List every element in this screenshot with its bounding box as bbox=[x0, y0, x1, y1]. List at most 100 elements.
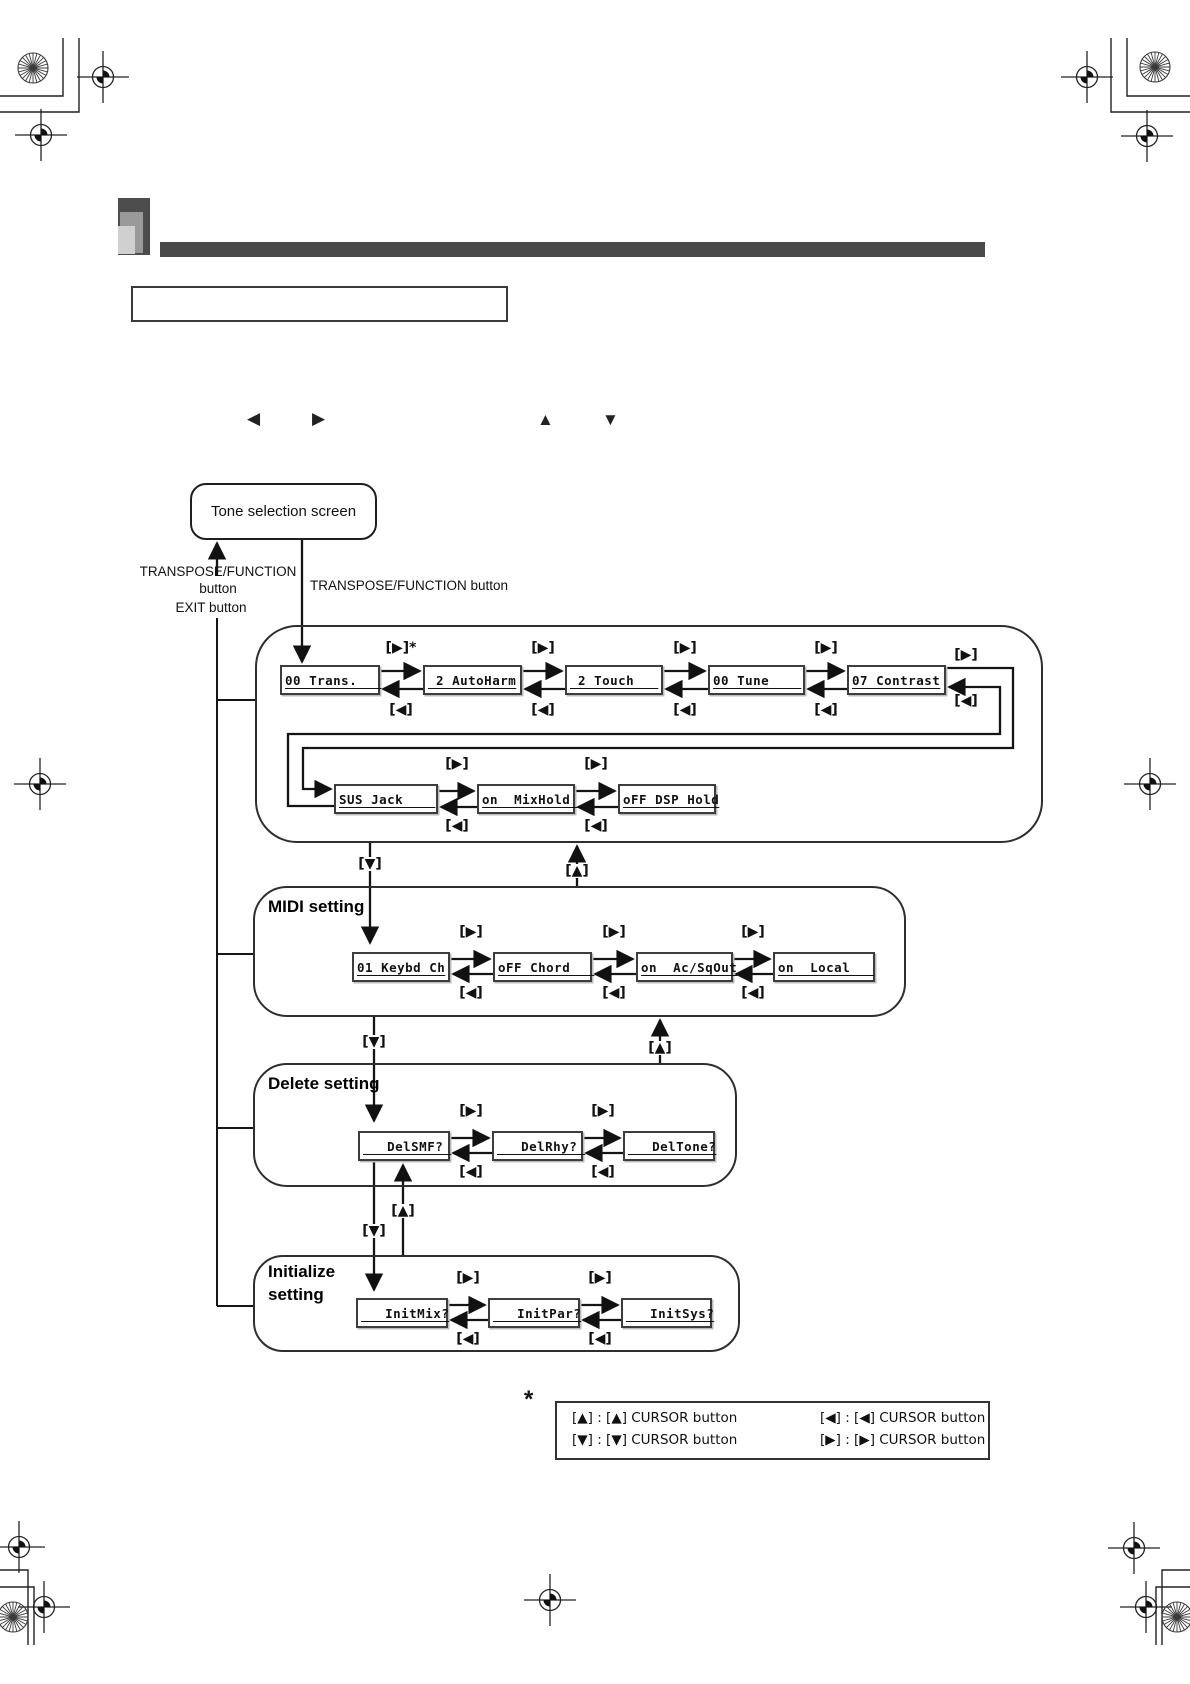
lcd-screen-del-smf: DelSMF? bbox=[358, 1131, 450, 1161]
cursor-up-label: [▲] bbox=[646, 1040, 674, 1056]
lcd-screen-local: on Local bbox=[773, 952, 875, 982]
lcd-text: 01 Keybd Ch bbox=[357, 959, 446, 975]
inline-right-arrow-glyph: ▶ bbox=[312, 409, 326, 428]
cursor-left-label: [◀] bbox=[602, 985, 626, 1001]
lcd-screen-keybd-ch: 01 Keybd Ch bbox=[352, 952, 450, 982]
legend-row-up: [▲] : [▲] CURSOR button bbox=[572, 1410, 738, 1426]
lcd-text: DelRhy? bbox=[497, 1138, 586, 1154]
lcd-screen-chord: oFF Chord bbox=[493, 952, 592, 982]
lcd-screen-ac-sqout: on Ac/SqOut bbox=[636, 952, 737, 982]
lcd-screen-sus-jack: SUS Jack bbox=[334, 784, 438, 814]
cursor-right-label: [▶] bbox=[459, 924, 483, 940]
exit-button-label: EXIT button bbox=[175, 600, 247, 615]
cursor-left-label: [◀] bbox=[954, 693, 978, 709]
lcd-screen-contrast: 07 Contrast bbox=[847, 665, 946, 695]
cursor-left-label: [◀] bbox=[445, 818, 469, 834]
cursor-left-label: [◀] bbox=[673, 702, 697, 718]
lcd-text: DelTone? bbox=[628, 1138, 717, 1154]
cursor-right-label: [▶] bbox=[445, 756, 469, 772]
transpose-function-button-label-line2: button bbox=[199, 581, 237, 596]
transpose-function-button-label-inline: TRANSPOSE/FUNCTION button bbox=[310, 578, 509, 593]
delete-setting-title: Delete setting bbox=[268, 1074, 380, 1093]
cursor-right-label: [▶] bbox=[459, 1103, 483, 1119]
cursor-right-label: [▶] bbox=[741, 924, 765, 940]
cursor-left-label: [◀] bbox=[456, 1331, 480, 1347]
cursor-up-label: [▲] bbox=[563, 863, 591, 879]
lcd-text: on MixHold bbox=[482, 791, 579, 807]
midi-setting-container bbox=[253, 886, 906, 1017]
cursor-right-label: [▶] bbox=[588, 1270, 612, 1286]
lcd-screen-init-par: InitPar? bbox=[488, 1298, 582, 1328]
cursor-down-label: [▼] bbox=[360, 1034, 388, 1050]
lcd-screen-tune: 00 Tune bbox=[708, 665, 805, 695]
cursor-down-label: [▼] bbox=[360, 1223, 388, 1239]
initialize-setting-title-line1: Initialize bbox=[268, 1262, 336, 1281]
midi-setting-title: MIDI setting bbox=[268, 897, 365, 916]
lcd-text: 2 Touch bbox=[570, 672, 659, 688]
function-setting-container bbox=[255, 625, 1043, 843]
inline-up-arrow-glyph: ▲ bbox=[537, 410, 554, 429]
lcd-screen-dsp-hold: oFF DSP Hold bbox=[618, 784, 720, 814]
lcd-text: 2 AutoHarm bbox=[428, 672, 517, 688]
lcd-text: SUS Jack bbox=[339, 791, 436, 807]
tone-selection-screen-label: Tone selection screen bbox=[210, 503, 357, 520]
cursor-left-label: [◀] bbox=[588, 1331, 612, 1347]
transpose-function-button-label-line1: TRANSPOSE/FUNCTION bbox=[139, 564, 297, 579]
legend-box bbox=[555, 1401, 990, 1460]
legend-row-right: [▶] : [▶] CURSOR button bbox=[820, 1432, 986, 1448]
cursor-right-label: [▶]* bbox=[385, 640, 417, 656]
cursor-left-label: [◀] bbox=[591, 1164, 615, 1180]
cursor-up-label: [▲] bbox=[389, 1203, 417, 1219]
legend-row-down: [▼] : [▼] CURSOR button bbox=[572, 1432, 738, 1448]
lcd-text: InitPar? bbox=[493, 1305, 582, 1321]
inline-down-arrow-glyph: ▼ bbox=[602, 410, 619, 429]
legend-row-left: [◀] : [◀] CURSOR button bbox=[820, 1410, 986, 1426]
cursor-right-label: [▶] bbox=[673, 640, 697, 656]
lcd-screen-touch: 2 Touch bbox=[565, 665, 663, 695]
cursor-right-label: [▶] bbox=[814, 640, 838, 656]
cursor-down-label: [▼] bbox=[356, 856, 384, 872]
registration-marks bbox=[0, 38, 1190, 1645]
cursor-right-label: [▶] bbox=[591, 1103, 615, 1119]
lcd-text: InitMix? bbox=[361, 1305, 450, 1321]
cursor-right-label: [▶] bbox=[602, 924, 626, 940]
lcd-screen-autoharm: 2 AutoHarm bbox=[423, 665, 522, 695]
cursor-left-label: [◀] bbox=[814, 702, 838, 718]
lcd-screen-transpose: 00 Trans. bbox=[280, 665, 380, 695]
lcd-screen-del-tone: DelTone? bbox=[623, 1131, 717, 1161]
lcd-screen-init-mix: InitMix? bbox=[356, 1298, 450, 1328]
exit-rail bbox=[216, 618, 255, 1307]
cursor-right-label: [▶] bbox=[531, 640, 555, 656]
lcd-text: 00 Tune bbox=[713, 672, 802, 688]
lcd-screen-del-rhy: DelRhy? bbox=[492, 1131, 583, 1161]
lcd-screen-mixhold: on MixHold bbox=[477, 784, 575, 814]
cursor-right-label: [▶] bbox=[584, 756, 608, 772]
lcd-text: InitSys? bbox=[626, 1305, 715, 1321]
lcd-screen-init-sys: InitSys? bbox=[621, 1298, 715, 1328]
lcd-text: oFF DSP Hold bbox=[623, 791, 720, 807]
cursor-right-label: [▶] bbox=[456, 1270, 480, 1286]
section-heading-box bbox=[131, 286, 508, 322]
legend-asterisk: * bbox=[524, 1386, 534, 1413]
tone-selection-screen-node: Tone selection screen bbox=[190, 483, 377, 540]
initialize-setting-title-line2: setting bbox=[268, 1285, 324, 1304]
cursor-left-label: [◀] bbox=[459, 1164, 483, 1180]
lcd-text: DelSMF? bbox=[363, 1138, 452, 1154]
cursor-left-label: [◀] bbox=[389, 702, 413, 718]
initialize-setting-container bbox=[253, 1255, 740, 1352]
lcd-text: 00 Trans. bbox=[285, 672, 382, 688]
chapter-logo-square-light bbox=[118, 226, 135, 254]
cursor-left-label: [◀] bbox=[741, 985, 765, 1001]
lcd-text: oFF Chord bbox=[498, 959, 595, 975]
lcd-text: on Ac/SqOut bbox=[641, 959, 738, 975]
lcd-text: on Local bbox=[778, 959, 875, 975]
lcd-text: 07 Contrast bbox=[852, 672, 941, 688]
delete-setting-container bbox=[253, 1063, 737, 1187]
section-title-bar bbox=[160, 242, 985, 257]
inline-left-arrow-glyph: ◀ bbox=[247, 409, 261, 428]
cursor-right-label: [▶] bbox=[954, 647, 978, 663]
cursor-left-label: [◀] bbox=[584, 818, 608, 834]
cursor-left-label: [◀] bbox=[459, 985, 483, 1001]
